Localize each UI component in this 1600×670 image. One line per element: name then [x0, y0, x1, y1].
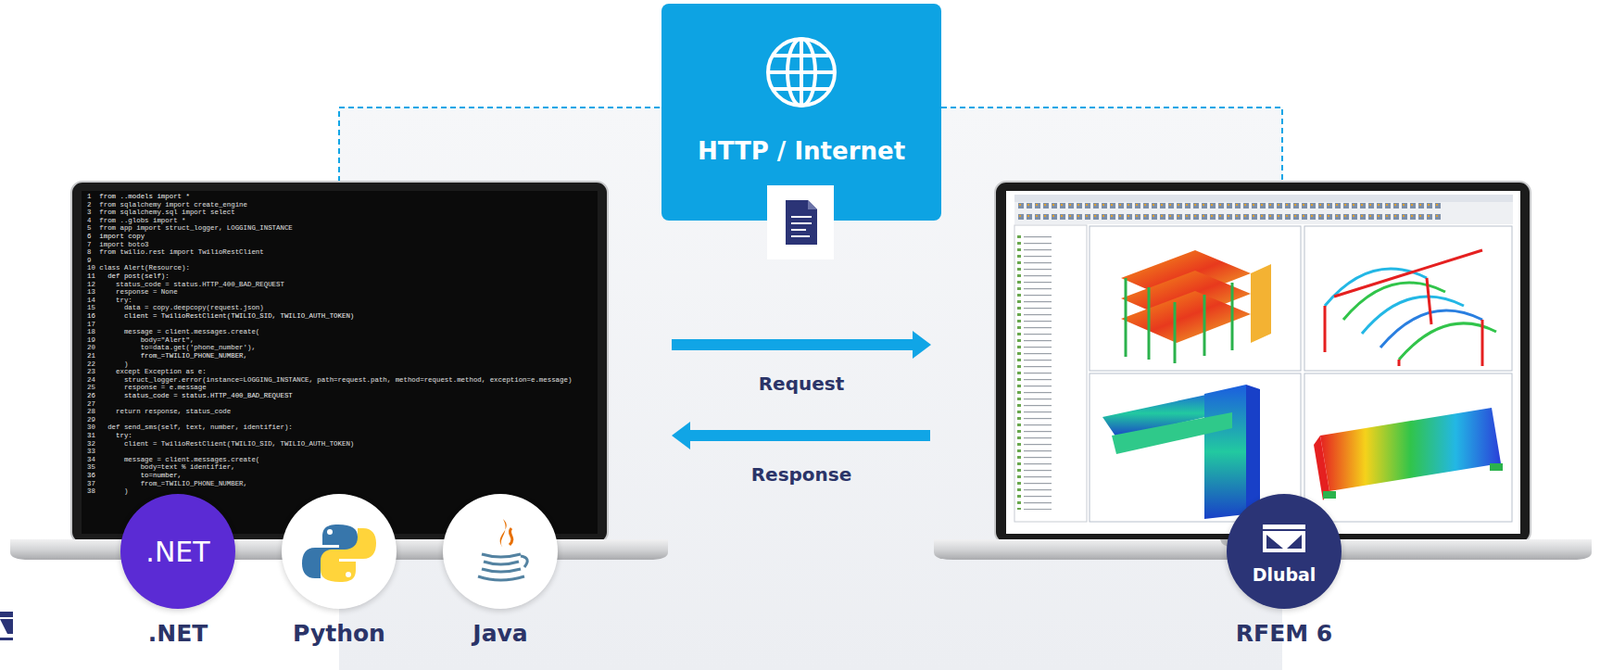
navigator-tree [1015, 231, 1086, 510]
code-line: 24 struct_logger.error(instance=LOGGING_… [87, 376, 572, 385]
laptop-screen [995, 181, 1531, 543]
code-line: 17 [87, 320, 96, 329]
toolbar [1014, 201, 1513, 225]
code-line: 4 from ..globs import * [87, 216, 186, 226]
globe-icon [768, 38, 835, 106]
code-line: 37 from_=TWILIO_PHONE_NUMBER, [87, 479, 248, 489]
java-circle: Java [442, 493, 558, 609]
code-line: 29 [87, 415, 96, 425]
code-line: 25 response = e.message [87, 383, 207, 392]
response-label: Response [751, 463, 853, 486]
code-line: 6 import copy [87, 232, 145, 241]
code-line: 16 client = TwilioRestClient(TWILIO_SID,… [87, 312, 354, 321]
code-line: 23 except Exception as e: [87, 367, 207, 377]
java-logo [478, 518, 528, 580]
code-line: 31 try: [87, 431, 133, 441]
code-display [81, 190, 598, 534]
code-line: 18 message = client.messages.create( [87, 327, 260, 337]
code-line: 33 [87, 447, 96, 456]
dotnet-circle: .NET.NET [120, 493, 236, 609]
document-icon [785, 200, 818, 245]
dlubal-circle: DlubalRFEM 6 [1226, 493, 1342, 609]
building-model [1121, 250, 1272, 364]
code-line: 12 status_code = status.HTTP_400_BAD_REQ… [87, 280, 285, 290]
corner-logo [0, 611, 13, 641]
code-line: 27 [87, 400, 96, 409]
python-logo [302, 524, 377, 582]
python-circle: Python [281, 493, 397, 609]
request-label: Request [758, 372, 845, 395]
circle-text: Dlubal [1252, 564, 1317, 585]
viewport [1304, 373, 1512, 522]
code-line: 26 status_code = status.HTTP_400_BAD_REQ… [87, 391, 293, 401]
circle-caption: Python [292, 619, 386, 647]
circle-caption: .NET [148, 619, 209, 647]
roof-model [1324, 250, 1497, 366]
navigator-panel [1014, 225, 1087, 522]
internet-box: HTTP / Internet [661, 3, 942, 221]
rfem-display [1006, 190, 1521, 534]
steel-joint-model [1102, 384, 1260, 519]
code-line: 14 try: [87, 296, 133, 305]
code-line: 34 message = client.messages.create( [87, 455, 260, 465]
code-line: 30 def send_sms(self, text, number, iden… [87, 423, 293, 432]
toolbar-icons [1016, 201, 1443, 225]
code-line: 3 from sqlalchemy.sql import select [87, 208, 236, 217]
code-line: 2 from sqlalchemy import create_engine [87, 201, 248, 210]
code-line: 7 import boto3 [87, 240, 150, 250]
viewport [1089, 226, 1301, 371]
code-line: 13 response = None [87, 288, 178, 297]
code-line: 21 from_=TWILIO_PHONE_NUMBER, [87, 352, 248, 361]
box-title: HTTP / Internet [697, 137, 906, 165]
code-line: 19 body="Alert", [87, 336, 194, 345]
response-arrow [671, 421, 931, 450]
document-tile [767, 185, 834, 260]
circle-text: .NET [145, 535, 210, 568]
request-arrow [671, 330, 932, 359]
code-line: 10 class Alert(Resource): [87, 264, 190, 273]
circle-caption: RFEM 6 [1235, 619, 1333, 647]
laptop-screen [71, 181, 608, 543]
title-bar [1014, 194, 1513, 202]
viewport [1304, 226, 1512, 371]
beam-model [1313, 407, 1503, 501]
code-line: 22 ) [87, 360, 128, 369]
code-line: 20 to=data.get('phone_number'), [87, 343, 256, 353]
code-line: 28 return response, status_code [87, 407, 231, 416]
code-line: 1 from ..models import * [87, 192, 190, 202]
code-line: 15 data = copy.deepcopy(request.json) [87, 303, 265, 313]
code-line: 35 body=text % identifier, [87, 463, 236, 472]
code-line: 11 def post(self): [87, 272, 170, 281]
code-line: 38 ) [87, 487, 128, 496]
code-line: 8 from twilio.rest import TwilioRestClie… [87, 248, 265, 257]
code-line: 5 from app import struct_logger, LOGGING… [87, 224, 293, 233]
dlubal-logo [1262, 524, 1306, 553]
code-line: 36 to=number, [87, 471, 182, 480]
code-line: 32 client = TwilioRestClient(TWILIO_SID,… [87, 440, 354, 449]
circle-caption: Java [472, 619, 528, 647]
code-line: 9 [87, 256, 91, 265]
